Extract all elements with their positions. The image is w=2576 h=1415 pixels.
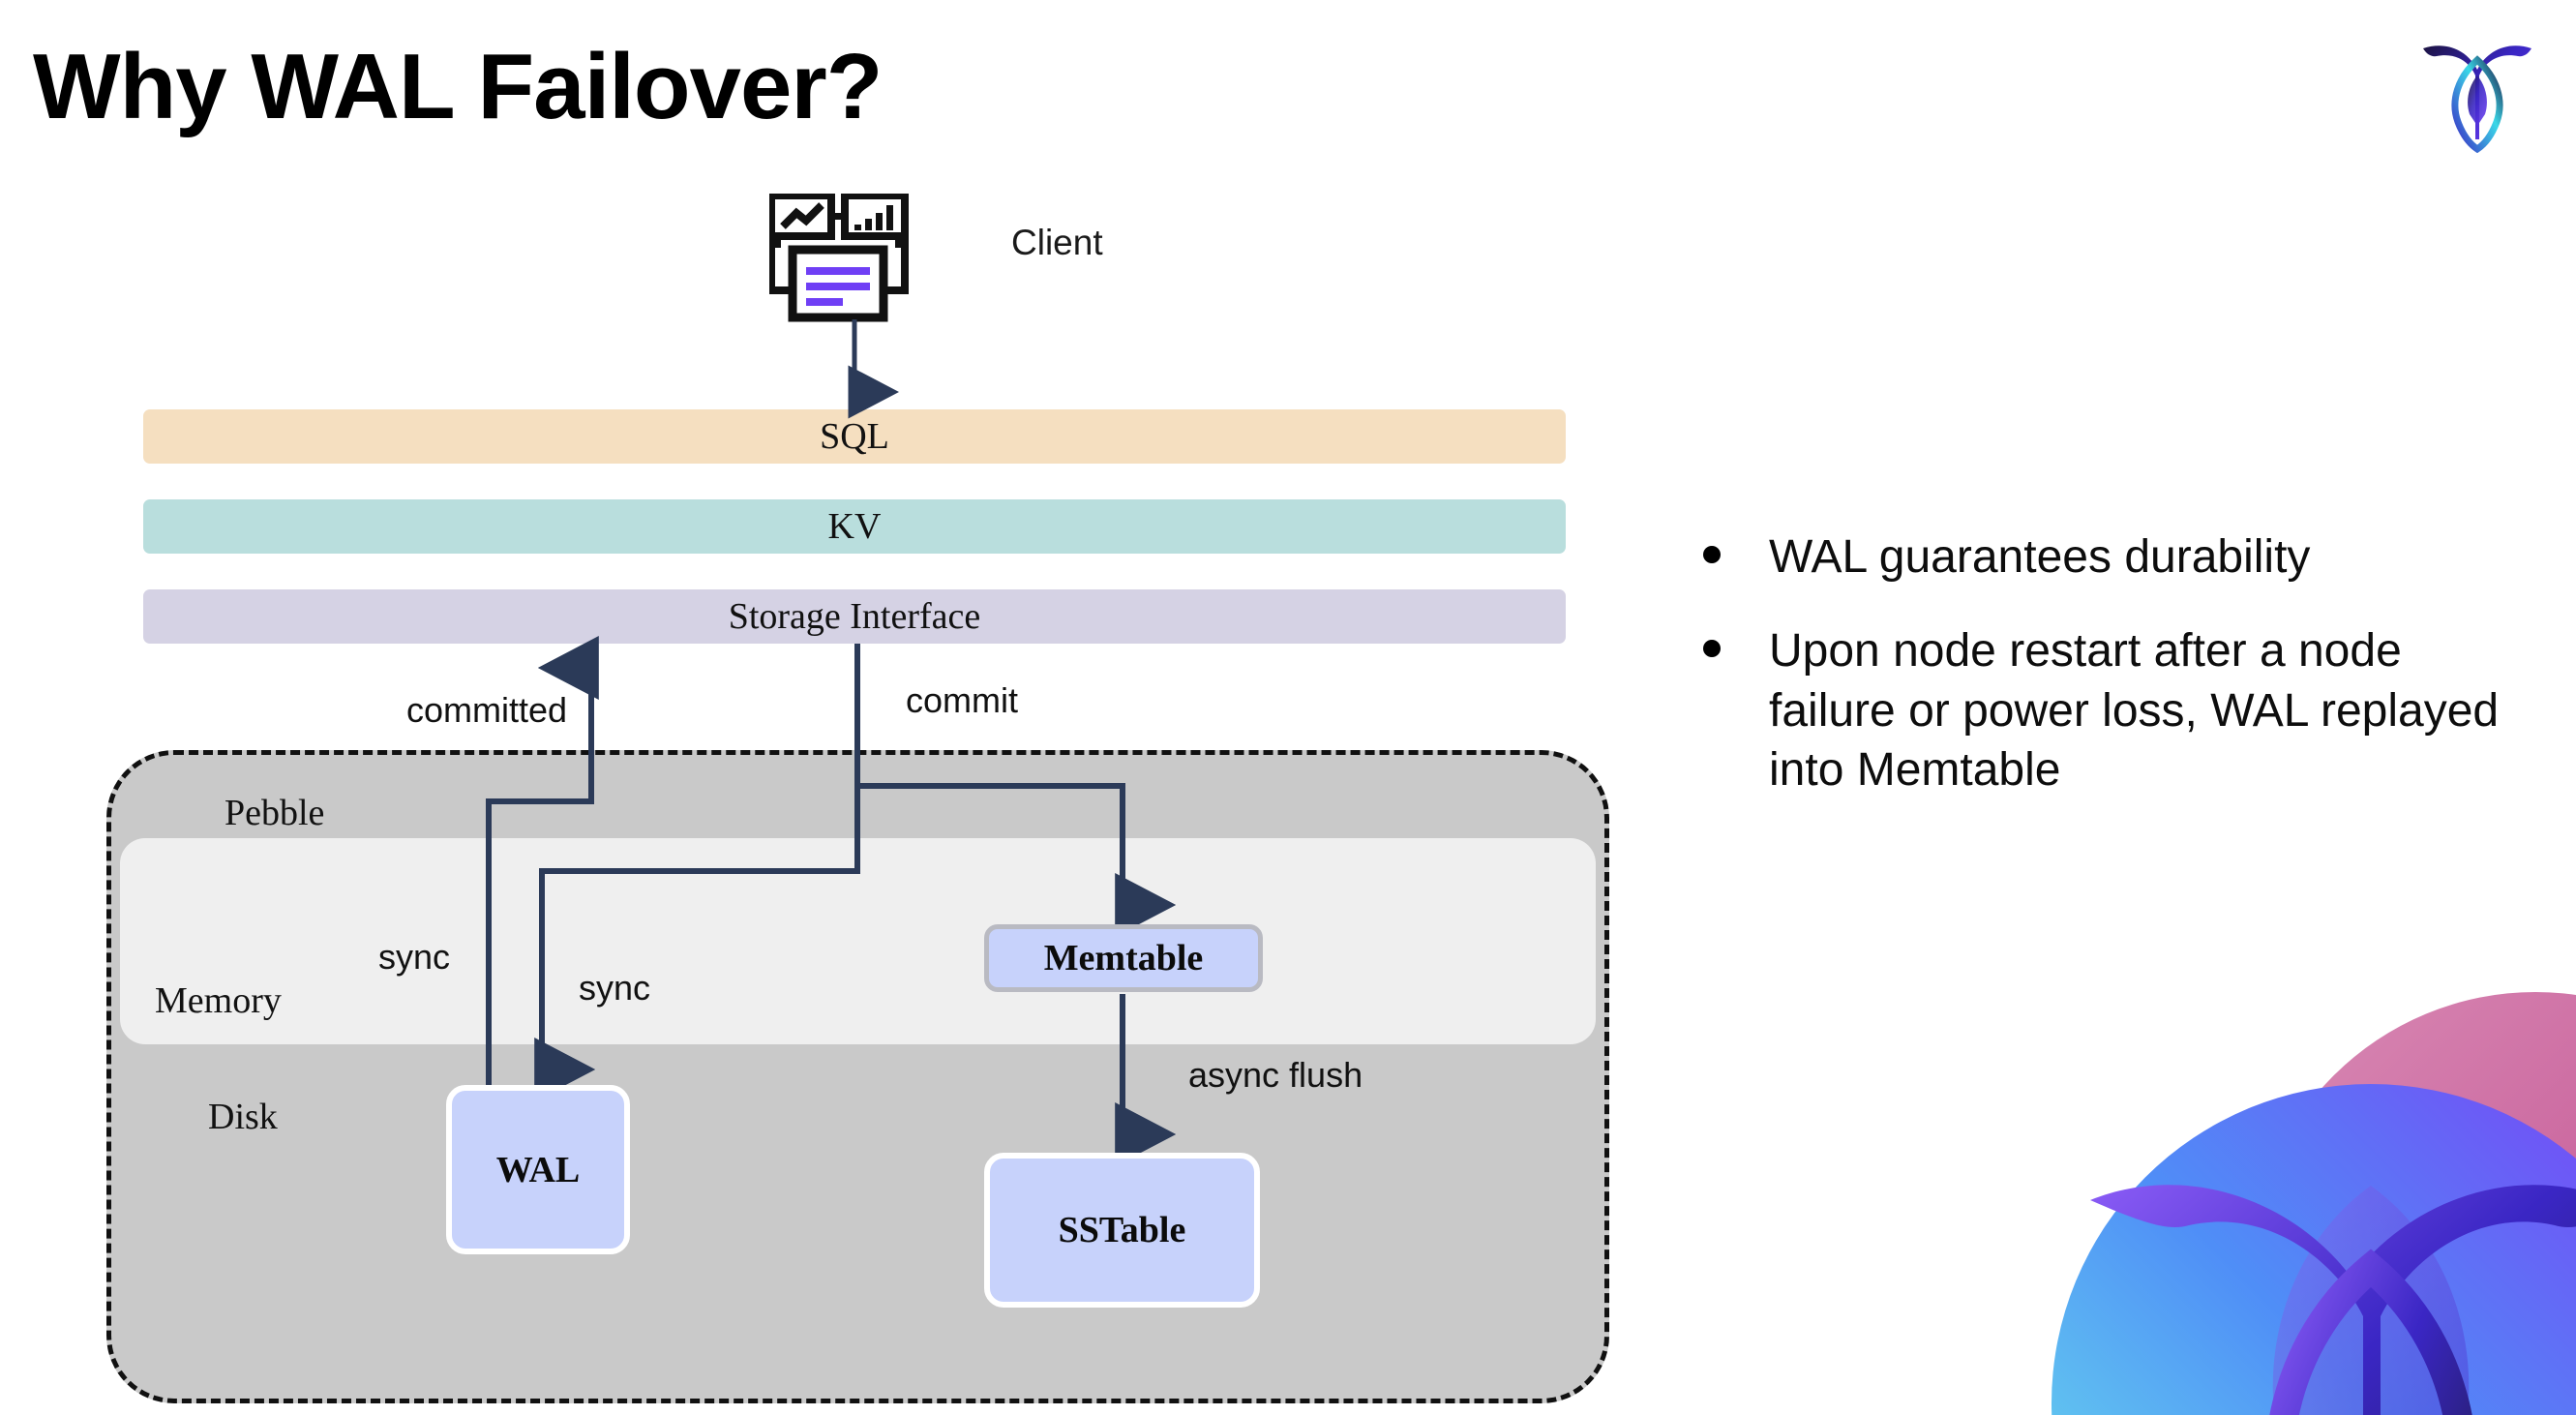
- bullet-dot-icon: [1703, 640, 1721, 658]
- bullet-text: WAL guarantees durability: [1769, 531, 2311, 583]
- cockroachdb-decorative-orb-icon: [1993, 958, 2576, 1415]
- bullet-list: WAL guarantees durability Upon node rest…: [1703, 527, 2516, 835]
- client-label: Client: [1011, 223, 1103, 262]
- component-wal-label: WAL: [495, 1149, 581, 1190]
- memory-label: Memory: [155, 980, 282, 1021]
- bullet-text: Upon node restart after a node failure o…: [1769, 625, 2500, 797]
- edge-label-committed: committed: [406, 690, 568, 730]
- page-title: Why WAL Failover?: [33, 35, 883, 138]
- cockroachdb-logo-icon: [2413, 25, 2541, 154]
- component-memtable-label: Memtable: [1043, 938, 1204, 978]
- pebble-label: Pebble: [225, 793, 325, 833]
- list-item: WAL guarantees durability: [1703, 527, 2516, 587]
- component-sstable: SSTable: [984, 1153, 1260, 1308]
- layer-bar-kv-label: KV: [827, 506, 882, 547]
- layer-bar-kv: KV: [143, 499, 1566, 554]
- edge-label-async-flush: async flush: [1188, 1055, 1363, 1095]
- layer-bar-sql-label: SQL: [820, 416, 889, 457]
- edge-label-sync-left: sync: [378, 937, 451, 977]
- component-memtable: Memtable: [984, 924, 1263, 992]
- memory-region: [120, 838, 1596, 1044]
- client-dashboard-icon: [767, 192, 924, 329]
- component-sstable-label: SSTable: [1058, 1210, 1186, 1250]
- edge-label-commit: commit: [906, 680, 1018, 720]
- layer-bar-storage-interface-label: Storage Interface: [728, 596, 981, 637]
- component-wal: WAL: [446, 1085, 630, 1254]
- disk-label: Disk: [208, 1097, 278, 1137]
- list-item: Upon node restart after a node failure o…: [1703, 621, 2516, 799]
- layer-bar-sql: SQL: [143, 409, 1566, 464]
- edge-label-sync-right: sync: [579, 968, 651, 1008]
- bullet-dot-icon: [1703, 546, 1721, 563]
- architecture-diagram: Client SQL KV Storage Interface Pebble M…: [106, 192, 1609, 1403]
- layer-bar-storage-interface: Storage Interface: [143, 589, 1566, 644]
